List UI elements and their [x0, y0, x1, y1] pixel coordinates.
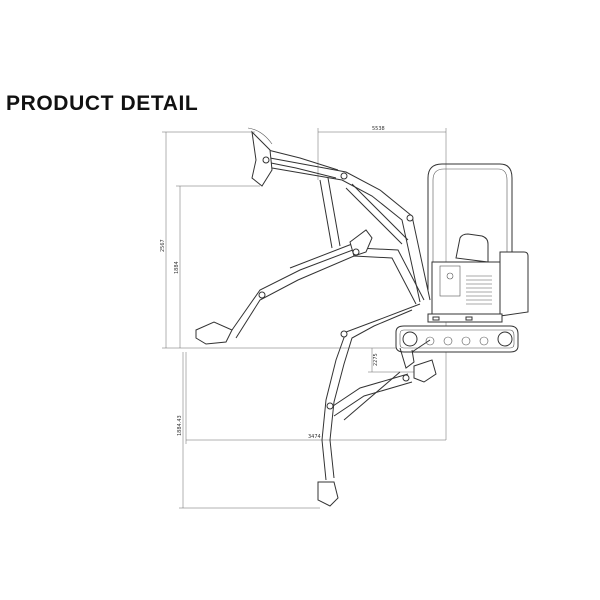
dozer-blade — [399, 339, 431, 369]
dimension-small-a: 2275 — [373, 353, 379, 366]
crawler-track — [395, 325, 519, 353]
dimension-lines — [162, 128, 447, 509]
dimension-left-inner: 1884 — [174, 261, 180, 274]
arm-raised — [247, 127, 431, 303]
dimension-left-lower: 1884.43 — [177, 415, 183, 436]
grille — [466, 275, 492, 305]
dimension-bottom-inner: 3474 — [308, 434, 321, 440]
arm-extended — [195, 177, 425, 345]
arm-digging — [317, 303, 437, 507]
page-title: PRODUCT DETAIL — [6, 92, 199, 115]
dimension-left-outer: 2567 — [160, 239, 166, 252]
excavator-body — [427, 163, 529, 323]
dimension-top: 5538 — [372, 126, 385, 132]
